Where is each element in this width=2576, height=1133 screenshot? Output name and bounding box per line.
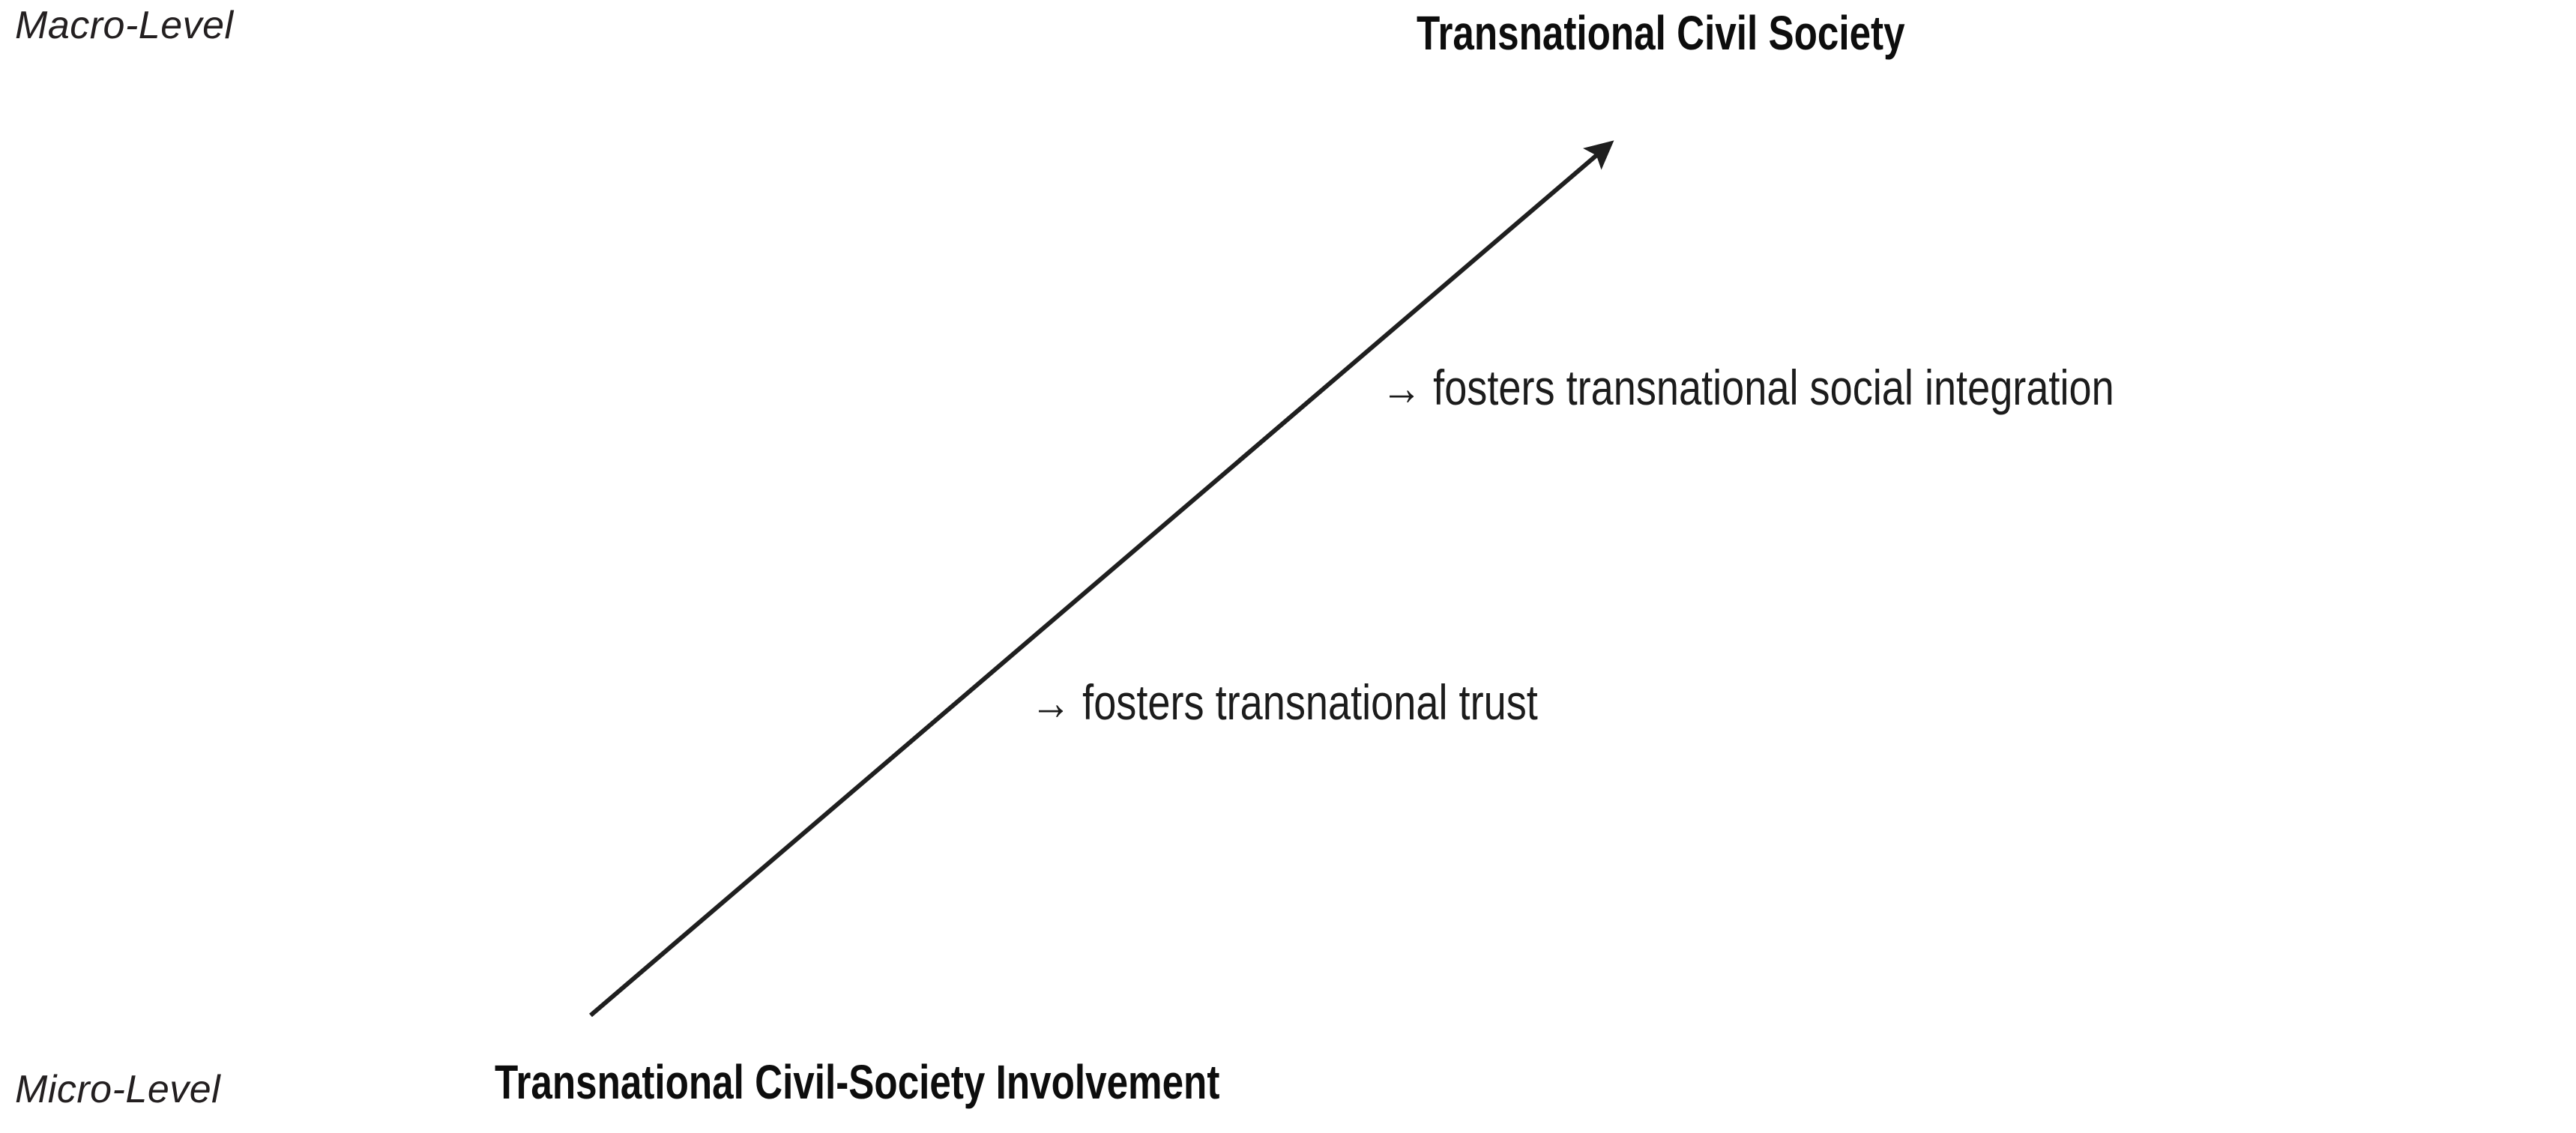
- edge-label-social-integration: → fosters transnational social integrati…: [1381, 360, 2114, 415]
- edge-label-transnational-trust: → fosters transnational trust: [1031, 674, 1538, 730]
- node-transnational-civil-society-involvement: Transnational Civil-Society Involvement: [495, 1055, 1220, 1109]
- macro-level-label: Macro-Level: [15, 4, 234, 47]
- node-transnational-civil-society: Transnational Civil Society: [1417, 6, 1905, 60]
- micro-level-label: Micro-Level: [15, 1068, 221, 1111]
